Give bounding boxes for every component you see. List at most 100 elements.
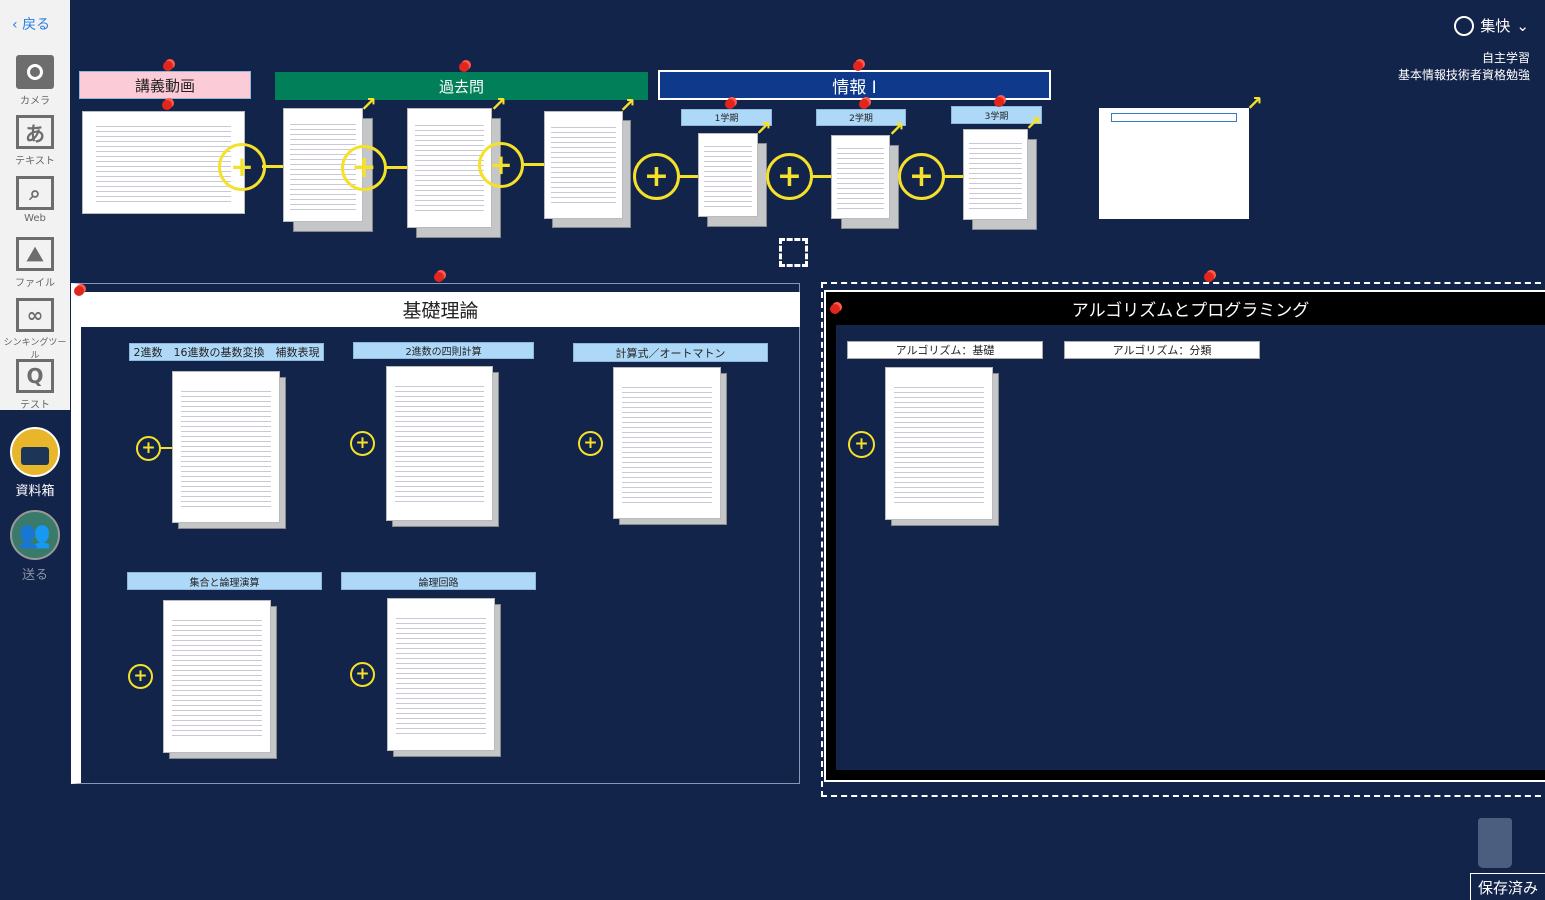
- past-exam-doc[interactable]: [407, 108, 492, 228]
- file-label: ファイル: [15, 278, 55, 289]
- add-button[interactable]: +: [478, 142, 524, 188]
- open-arrow-icon[interactable]: ↗: [490, 92, 507, 116]
- connector: [678, 175, 700, 178]
- open-arrow-icon[interactable]: ↗: [888, 117, 905, 141]
- open-arrow-icon[interactable]: ↗: [755, 116, 772, 140]
- web-tool[interactable]: ⌕Web: [0, 176, 70, 224]
- card-label[interactable]: 論理回路: [341, 572, 536, 590]
- note-doc[interactable]: [386, 366, 493, 521]
- camera-icon: [16, 55, 54, 89]
- text-label: テキスト: [15, 156, 55, 167]
- term-label-1[interactable]: 1学期: [681, 109, 772, 126]
- camera-label: カメラ: [20, 96, 50, 107]
- web-label: Web: [24, 213, 46, 224]
- card-label[interactable]: アルゴリズム：基礎: [847, 341, 1043, 359]
- tool-sidebar: ‹ 戻る カメラ あテキスト ⌕Web ⛰ ファイル ∞ シンキングツール Q テスト: [0, 0, 70, 411]
- note-doc[interactable]: [387, 598, 495, 751]
- frame-title[interactable]: 基礎理論: [81, 292, 800, 327]
- add-button[interactable]: +: [578, 431, 603, 456]
- materials-box-button[interactable]: [10, 427, 60, 477]
- card-label[interactable]: 集合と論理演算: [127, 572, 322, 590]
- add-button[interactable]: +: [898, 153, 945, 200]
- card-label[interactable]: 2進数の四則計算: [353, 342, 534, 359]
- card-label[interactable]: 計算式／オートマトン: [573, 343, 768, 362]
- open-arrow-icon[interactable]: ↗: [619, 93, 636, 117]
- back-button[interactable]: ‹ 戻る: [12, 17, 51, 33]
- add-button[interactable]: +: [633, 153, 680, 200]
- pin-icon: [853, 61, 863, 71]
- web-card[interactable]: [1099, 108, 1249, 219]
- note-doc[interactable]: [163, 600, 271, 753]
- pin-icon: [830, 304, 840, 314]
- frame-basic-theory[interactable]: [71, 283, 800, 784]
- trash-icon[interactable]: [1478, 818, 1512, 868]
- frame-algorithm[interactable]: [824, 290, 1545, 782]
- frame-title[interactable]: アルゴリズムとプログラミング: [836, 292, 1545, 325]
- connector: [522, 163, 544, 166]
- image-icon: ⛰: [16, 237, 54, 271]
- term-doc[interactable]: [698, 133, 758, 217]
- connector: [386, 166, 408, 169]
- note-doc[interactable]: [885, 367, 993, 520]
- term-label-2[interactable]: 2学期: [816, 109, 906, 126]
- add-button[interactable]: +: [350, 662, 375, 687]
- file-tool[interactable]: ⛰ ファイル: [0, 237, 70, 289]
- text-icon: あ: [16, 115, 54, 149]
- send-button[interactable]: 👥: [10, 510, 60, 560]
- section-label-past-exams[interactable]: 過去問: [275, 72, 648, 100]
- people-icon: 👥: [18, 520, 52, 550]
- add-button[interactable]: +: [218, 143, 266, 191]
- thinking-tool[interactable]: ∞ シンキングツール: [0, 298, 70, 361]
- section-label-info[interactable]: 情報 I: [658, 70, 1051, 100]
- connector: [160, 447, 172, 449]
- materials-label: 資料箱: [15, 484, 55, 499]
- text-tool[interactable]: あテキスト: [0, 115, 70, 167]
- past-exam-doc[interactable]: [544, 111, 623, 219]
- board-title: 基本情報技術者資格勉強: [1397, 68, 1530, 82]
- venn-icon: ∞: [16, 298, 54, 332]
- add-button[interactable]: +: [128, 664, 153, 689]
- note-doc[interactable]: [613, 367, 721, 519]
- add-button[interactable]: +: [766, 153, 813, 200]
- pin-icon: [74, 286, 84, 296]
- pin-icon: [1204, 272, 1214, 282]
- term-label-3[interactable]: 3学期: [951, 106, 1042, 124]
- chevron-down-icon: ⌄: [1516, 16, 1529, 35]
- camera-tool[interactable]: カメラ: [0, 55, 70, 107]
- pin-icon: [994, 97, 1004, 107]
- user-menu[interactable]: 集快 ⌄: [1454, 15, 1529, 36]
- pin-icon: [859, 99, 869, 109]
- open-arrow-icon[interactable]: ↗: [360, 92, 377, 116]
- add-button[interactable]: +: [350, 431, 375, 456]
- connector: [811, 175, 833, 178]
- save-status: 保存済み: [1470, 873, 1545, 900]
- term-doc[interactable]: [831, 135, 890, 219]
- pin-icon: [725, 99, 735, 109]
- thinking-label: シンキングツール: [3, 338, 67, 361]
- fullscreen-icon[interactable]: [779, 238, 808, 267]
- pin-icon: [459, 62, 469, 72]
- connector: [262, 165, 284, 168]
- pin-icon: [162, 100, 172, 110]
- user-icon: [1454, 15, 1475, 36]
- open-arrow-icon[interactable]: ↗: [1246, 91, 1263, 115]
- add-button[interactable]: +: [848, 431, 875, 458]
- test-label: テスト: [20, 400, 50, 411]
- add-button[interactable]: +: [341, 145, 387, 191]
- card-label[interactable]: 2進数 16進数の基数変換 補数表現: [129, 343, 324, 361]
- board-info: 自主学習基本情報技術者資格勉強: [1398, 50, 1530, 84]
- lecture-card[interactable]: [82, 111, 245, 214]
- section-label-lecture[interactable]: 講義動画: [79, 71, 251, 99]
- add-button[interactable]: +: [136, 436, 161, 461]
- frame-algorithm-selection[interactable]: [821, 282, 1545, 797]
- open-arrow-icon[interactable]: ↗: [1025, 111, 1042, 135]
- card-label[interactable]: アルゴリズム：分類: [1064, 341, 1260, 359]
- test-icon: Q: [16, 359, 54, 393]
- send-label: 送る: [21, 568, 48, 583]
- note-doc[interactable]: [172, 371, 280, 523]
- term-doc[interactable]: [963, 129, 1028, 220]
- test-tool[interactable]: Q テスト: [0, 359, 70, 411]
- board-category: 自主学習: [1481, 51, 1530, 65]
- user-name: 集快: [1480, 17, 1511, 35]
- tray-icon: [21, 447, 49, 465]
